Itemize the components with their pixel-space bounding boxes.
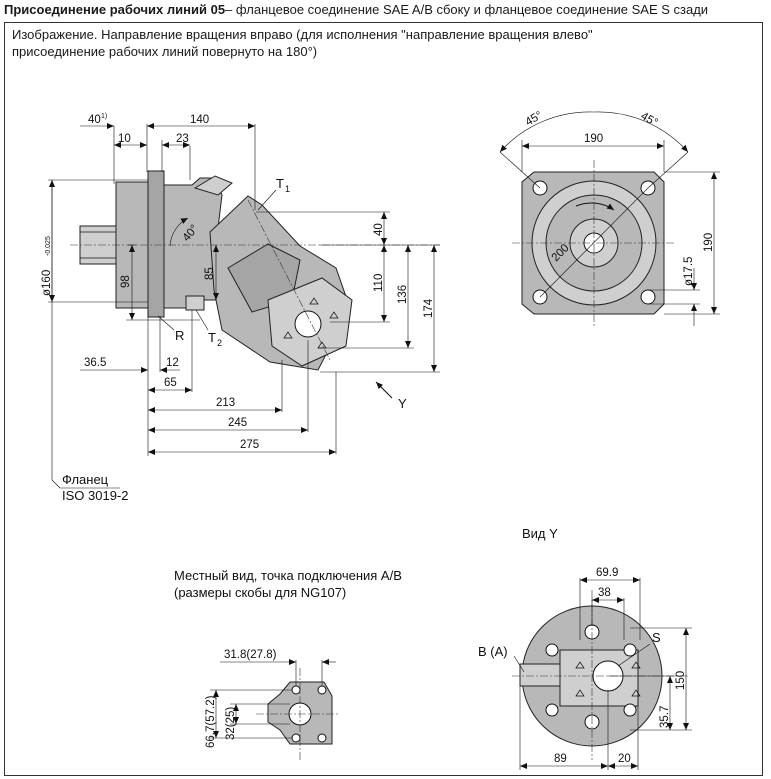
- dim-40: 40: [88, 114, 101, 126]
- label-t1[interactable]: T: [276, 176, 284, 191]
- local-bolt-1: [291, 685, 301, 695]
- local-bolt-3: [291, 733, 301, 743]
- dim-213: 213: [216, 397, 235, 409]
- dim-diameter-tol: -0.025: [45, 236, 52, 256]
- dim-40-right: 40: [373, 223, 385, 236]
- dim-85: 85: [204, 267, 216, 280]
- caption-line-1: Изображение. Направление вращения вправо…: [12, 27, 593, 42]
- side-view: 40 1) 140 10 23 40° T 1 ø160 -0.025 98 8…: [41, 113, 440, 503]
- dim-31-8: 31.8(27.8): [224, 649, 277, 661]
- dim-angle-45-left: 45°: [524, 110, 545, 129]
- view-y-bolt-rb: [623, 703, 637, 717]
- drawing-frame: [4, 22, 763, 776]
- caption-line-2: присоединение рабочих линий повернуто на…: [12, 44, 318, 59]
- front-view: 200 190 45° 45° 190 ø17.5: [499, 110, 720, 326]
- dim-20: 20: [618, 753, 631, 765]
- page-title: Присоединение рабочих линий 05– фланцево…: [0, 0, 771, 22]
- dim-245: 245: [228, 417, 247, 429]
- dim-35-7: 35.7: [659, 706, 671, 728]
- dim-10: 10: [118, 133, 131, 145]
- label-t2-sub: 2: [217, 338, 222, 348]
- label-r[interactable]: R: [175, 328, 184, 343]
- view-y-bolt-lb: [545, 703, 559, 717]
- dim-275: 275: [240, 439, 259, 451]
- dim-angle-45-right: 45°: [639, 110, 660, 129]
- local-view-title-2: (размеры скобы для NG107): [174, 585, 346, 600]
- dim-136: 136: [397, 285, 409, 304]
- dim-174: 174: [423, 298, 435, 318]
- dim-diameter: ø160: [41, 270, 53, 296]
- label-ba[interactable]: B (A): [478, 644, 508, 659]
- title-bold: Присоединение рабочих линий 05: [4, 2, 226, 17]
- dim-32: 32(25): [225, 707, 237, 740]
- caption: Изображение. Направление вращения вправо…: [12, 26, 593, 60]
- drain-t2: [185, 295, 205, 311]
- label-s[interactable]: S: [652, 630, 661, 645]
- dim-36-5: 36.5: [84, 357, 106, 369]
- view-y-side-port: [519, 663, 561, 687]
- bolt-hole-br: [640, 289, 656, 305]
- dim-12: 12: [166, 357, 179, 369]
- mounting-flange: [147, 170, 165, 318]
- flange-note-2: ISO 3019-2: [62, 488, 129, 503]
- label-t1-sub: 1: [285, 184, 290, 194]
- dim-89: 89: [554, 753, 567, 765]
- local-view-title-1: Местный вид, точка подключения A/B: [174, 568, 402, 583]
- dim-65: 65: [164, 377, 177, 389]
- dim-140: 140: [190, 114, 209, 126]
- dim-190-width: 190: [584, 133, 603, 145]
- local-view: Местный вид, точка подключения A/B (разм…: [174, 568, 402, 760]
- rotation-arrow: [575, 202, 615, 211]
- dim-38: 38: [598, 587, 611, 599]
- view-y-bolt-rt: [623, 643, 637, 657]
- drain-boss-t1: [193, 175, 233, 196]
- dim-150: 150: [675, 671, 687, 690]
- port-s-side: [294, 310, 322, 338]
- title-rest: – фланцевое соединение SAE A/B сбоку и ф…: [225, 2, 709, 17]
- local-bolt-4: [317, 733, 327, 743]
- dim-66-7: 66.7(57.2): [205, 695, 217, 748]
- view-y: Вид Y 69.9 38 S B (A) 150: [478, 526, 692, 770]
- dim-190-height: 190: [703, 233, 715, 252]
- dim-hole-dia: ø17.5: [683, 257, 695, 286]
- dim-69-9: 69.9: [596, 567, 618, 579]
- dim-40-note: 1): [101, 113, 107, 120]
- dim-110: 110: [373, 274, 385, 292]
- view-y-title: Вид Y: [522, 526, 558, 541]
- label-y: Y: [398, 396, 407, 411]
- dim-98: 98: [120, 275, 132, 288]
- flange-note-1: Фланец: [62, 472, 109, 487]
- label-t2[interactable]: T: [208, 330, 216, 345]
- dim-23: 23: [176, 133, 189, 145]
- view-y-bolt-lt: [545, 643, 559, 657]
- local-bolt-2: [317, 685, 327, 695]
